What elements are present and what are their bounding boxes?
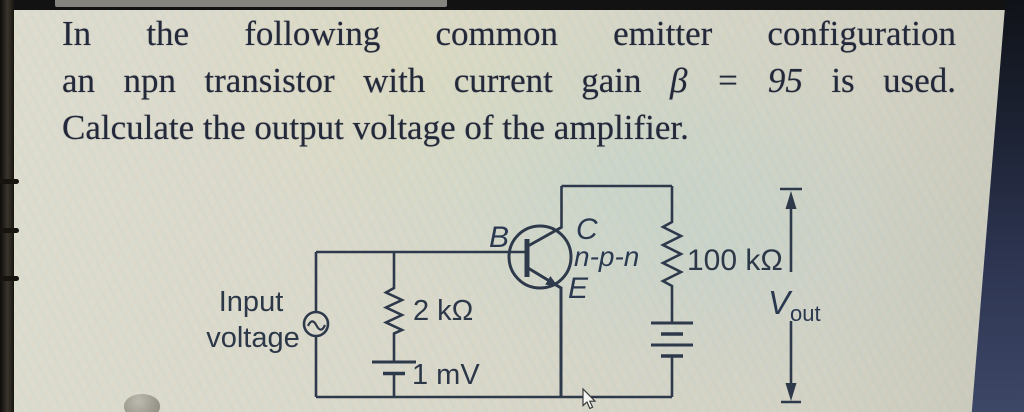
left-bezel-mark xyxy=(0,276,19,281)
terminal-b-label: B xyxy=(489,221,509,254)
input-voltage-label-line1: Input xyxy=(219,286,284,318)
question-line-2-pre: an npn transistor with current gain xyxy=(62,61,642,100)
question-line-2-post: is used. xyxy=(831,61,957,100)
question-line-1: In the following common emitter configur… xyxy=(62,14,956,53)
vout-arrow-down-icon xyxy=(785,383,797,401)
battery-1mv-label: 1 mV xyxy=(412,359,480,391)
input-voltage-label-line2: voltage xyxy=(206,322,300,354)
terminal-e-label: E xyxy=(568,272,589,305)
photo-artifact-blob xyxy=(124,394,160,412)
vout-label: Vout xyxy=(768,284,821,326)
question-line-3: Calculate the output voltage of the ampl… xyxy=(62,108,689,147)
left-bezel-mark xyxy=(0,179,19,184)
transistor-circle xyxy=(507,224,573,290)
resistor-100k-label: 100 kΩ xyxy=(687,244,783,277)
resistor-100k-symbol xyxy=(660,186,684,323)
beta-value: β = 95 xyxy=(669,61,803,100)
mouse-cursor-icon xyxy=(582,387,597,410)
transistor-collector-lead xyxy=(527,225,563,248)
emitter-arrowhead xyxy=(545,276,558,287)
resistor-2k-symbol xyxy=(382,252,406,362)
transistor-type-label: n-p-n xyxy=(574,241,639,272)
screen-left-bezel xyxy=(0,0,14,412)
question-text: In the following common emitter configur… xyxy=(62,10,956,151)
ac-tilde-icon xyxy=(306,320,327,331)
screen-top-bezel xyxy=(0,0,1024,10)
terminal-c-label: C xyxy=(576,213,598,246)
resistor-2k-label: 2 kΩ xyxy=(413,295,473,327)
question-line-2: an npn transistor with current gain β = … xyxy=(62,57,956,104)
left-bezel-mark xyxy=(0,228,19,233)
vout-label-main: V xyxy=(768,284,793,321)
vout-arrow-up-icon xyxy=(785,191,797,209)
screen-top-bezel-highlight xyxy=(55,0,447,7)
transistor-emitter-lead xyxy=(527,266,563,397)
vout-label-sub: out xyxy=(790,301,821,326)
